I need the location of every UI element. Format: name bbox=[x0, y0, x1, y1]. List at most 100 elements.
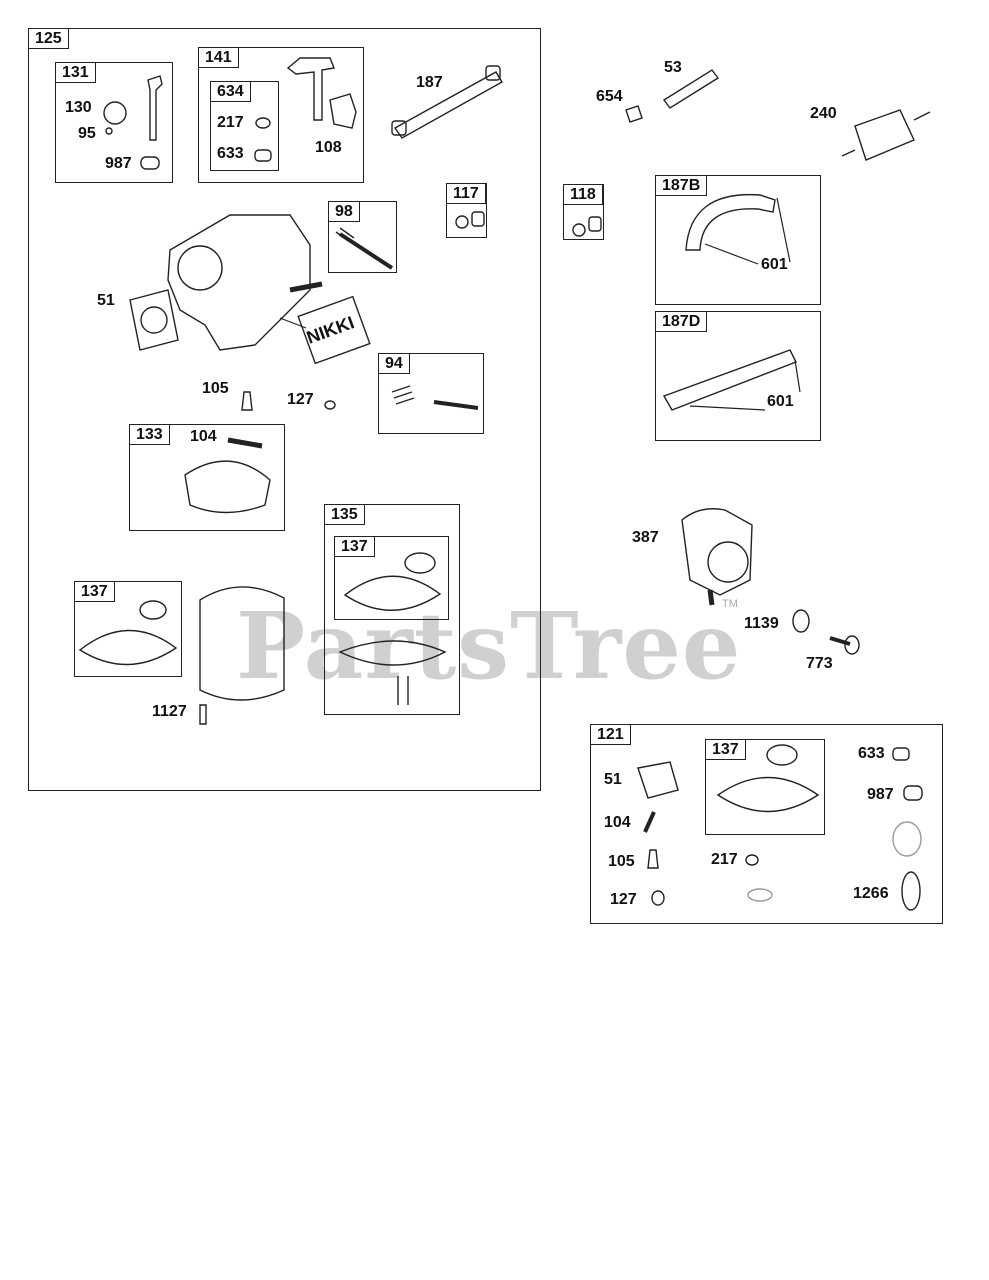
group-125: 125 bbox=[28, 28, 541, 791]
fuel-pump-387-drawing bbox=[681, 508, 753, 596]
leader-601-upper bbox=[776, 197, 791, 263]
callout-601-lower: 601 bbox=[767, 393, 794, 410]
fuel-filter-240-drawing bbox=[854, 109, 915, 161]
callout-633: 633 bbox=[217, 145, 244, 162]
needle-105-drawing bbox=[241, 391, 253, 411]
fitting-654-drawing bbox=[625, 105, 643, 123]
kit-ring-127-drawing bbox=[651, 890, 665, 906]
callout-654: 654 bbox=[596, 88, 623, 105]
callout-105: 105 bbox=[202, 380, 229, 397]
washer-118-drawing bbox=[572, 223, 586, 237]
kit-needle-105-drawing bbox=[647, 849, 659, 869]
screw-95-drawing bbox=[105, 127, 113, 135]
fitting-53-drawing bbox=[662, 69, 720, 109]
group-187b: 187B bbox=[655, 175, 821, 305]
callout-987: 987 bbox=[105, 155, 132, 172]
plug-117-drawing bbox=[471, 211, 485, 227]
pin-104-drawing bbox=[227, 437, 263, 449]
pump-nipple-drawing bbox=[707, 589, 715, 606]
callout-217: 217 bbox=[217, 114, 244, 131]
callout-108: 108 bbox=[315, 139, 342, 156]
kit-callout-127: 127 bbox=[610, 891, 637, 908]
plate-pins-drawing bbox=[397, 676, 409, 705]
group-125-label: 125 bbox=[28, 28, 69, 49]
group-634: 634 bbox=[210, 81, 279, 171]
kit-callout-51: 51 bbox=[604, 771, 622, 788]
callout-1139: 1139 bbox=[744, 615, 779, 632]
group-634-label: 634 bbox=[210, 81, 251, 102]
leader-601-lower bbox=[794, 359, 801, 393]
group-121-label: 121 bbox=[590, 724, 631, 745]
pin-773-head-drawing bbox=[844, 635, 860, 655]
choke-shaft-drawing bbox=[286, 57, 335, 121]
diaphragm-plate-drawing bbox=[338, 640, 447, 666]
choke-plate-108-drawing bbox=[329, 93, 357, 129]
kit-washer-drawing bbox=[747, 888, 773, 902]
kit-screw-217-drawing bbox=[745, 854, 759, 866]
leader-601-lower-b bbox=[689, 405, 766, 411]
watermark-tm: TM bbox=[722, 598, 738, 610]
group-137-inner: 137 bbox=[334, 536, 449, 620]
pump-diaphragm-drawing bbox=[707, 541, 749, 583]
plug-118-drawing bbox=[588, 216, 602, 232]
group-137-kit-label: 137 bbox=[705, 739, 746, 760]
gasket-137a-drawing bbox=[78, 629, 178, 666]
group-117-label: 117 bbox=[446, 183, 486, 204]
carburetor-throat-drawing bbox=[177, 245, 223, 291]
group-137-kit: 137 bbox=[705, 739, 825, 835]
screw-217-drawing bbox=[255, 117, 271, 129]
callout-773: 773 bbox=[806, 655, 833, 672]
leader-601-upper-b bbox=[704, 243, 759, 265]
kit-gasket-51-drawing bbox=[637, 761, 679, 799]
callout-601-upper: 601 bbox=[761, 256, 788, 273]
kit-ring-drawing bbox=[892, 821, 922, 857]
kit-pin-104-drawing bbox=[643, 811, 656, 833]
callout-127: 127 bbox=[287, 391, 314, 408]
bushing-633-drawing bbox=[254, 149, 272, 162]
kit-callout-987: 987 bbox=[867, 786, 894, 803]
group-117: 117 bbox=[446, 183, 487, 238]
spring-94-drawing bbox=[391, 385, 415, 405]
bushing-987-drawing bbox=[140, 156, 160, 170]
hose-187d-drawing bbox=[662, 349, 797, 411]
group-141: 141 bbox=[198, 47, 364, 183]
kit-bushing-633-drawing bbox=[892, 747, 910, 761]
idle-screw-98-drawing bbox=[338, 232, 394, 270]
carburetor-body-drawing bbox=[167, 214, 311, 351]
gasket-51-drawing bbox=[129, 289, 179, 351]
group-131-label: 131 bbox=[55, 62, 96, 83]
group-137-left: 137 bbox=[74, 581, 182, 677]
group-141-label: 141 bbox=[198, 47, 239, 68]
group-131: 131 bbox=[55, 62, 173, 183]
kit-bushing-987-drawing bbox=[903, 785, 923, 801]
clamp-a-drawing bbox=[391, 120, 407, 136]
washer-117-drawing bbox=[455, 215, 469, 229]
kit-callout-104: 104 bbox=[604, 814, 631, 831]
group-118: 118 bbox=[563, 184, 604, 240]
pin-773-stem-drawing bbox=[829, 636, 851, 646]
oring-137b-drawing bbox=[404, 552, 436, 574]
group-98: 98 bbox=[328, 201, 397, 273]
group-121: 121 bbox=[590, 724, 943, 924]
callout-95: 95 bbox=[78, 125, 96, 142]
kit-callout-217: 217 bbox=[711, 851, 738, 868]
leader-nikki bbox=[279, 317, 307, 329]
kit-callout-633: 633 bbox=[858, 745, 885, 762]
throttle-shaft-drawing bbox=[147, 75, 163, 141]
group-135: 135 bbox=[324, 504, 460, 715]
group-187b-label: 187B bbox=[655, 175, 708, 196]
group-137-inner-label: 137 bbox=[334, 536, 375, 557]
filter-nipple-b-drawing bbox=[841, 149, 856, 157]
callout-240: 240 bbox=[810, 105, 837, 122]
washer-1139-drawing bbox=[792, 609, 810, 633]
callout-187: 187 bbox=[416, 74, 443, 91]
kit-oring-137c-drawing bbox=[766, 744, 798, 766]
kit-callout-105: 105 bbox=[608, 853, 635, 870]
carburetor-nipple-drawing bbox=[289, 281, 323, 293]
group-135-label: 135 bbox=[324, 504, 365, 525]
watermark: PartsTree bbox=[236, 592, 742, 700]
nikki-badge-drawing bbox=[297, 295, 371, 365]
group-118-label: 118 bbox=[563, 184, 603, 205]
